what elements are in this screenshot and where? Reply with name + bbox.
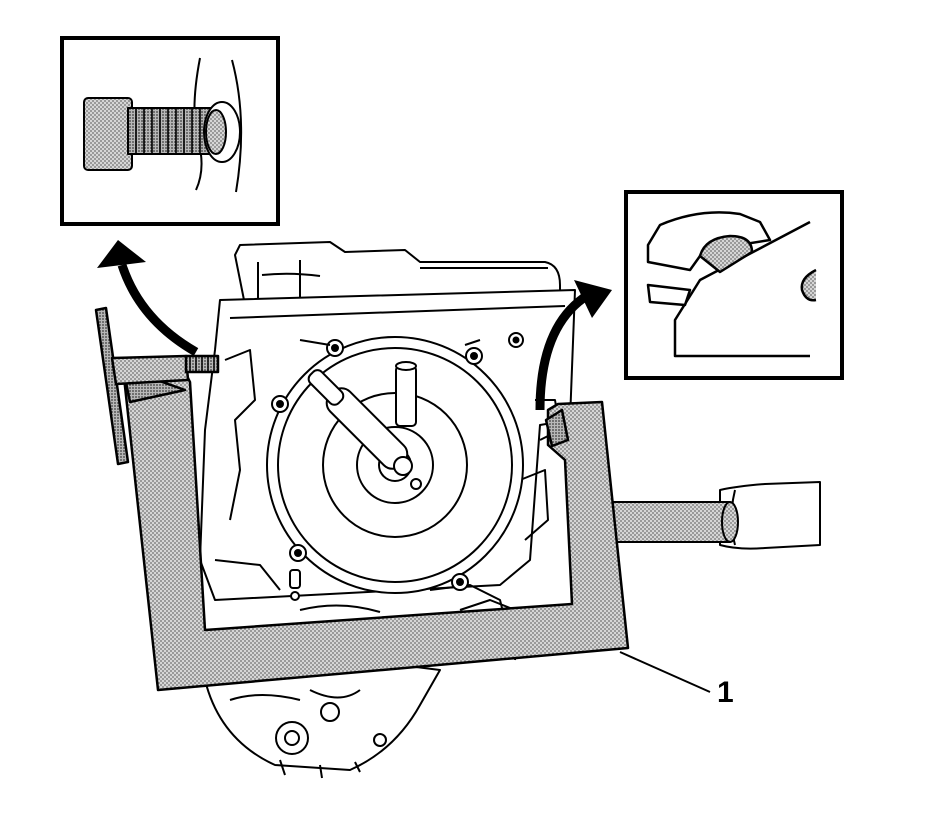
callout-leader [619, 651, 711, 693]
support-shaft [607, 481, 821, 550]
fixture-hook-detail [624, 190, 844, 380]
detail-arrow-left [97, 240, 199, 356]
callout-label-1: 1 [717, 676, 734, 709]
fixture-bolt [184, 354, 220, 374]
engine-support-fixture [94, 306, 630, 692]
detail-arrow-right [535, 280, 612, 411]
engine-assembly [199, 241, 576, 779]
fixture-bolt-detail [60, 36, 280, 226]
